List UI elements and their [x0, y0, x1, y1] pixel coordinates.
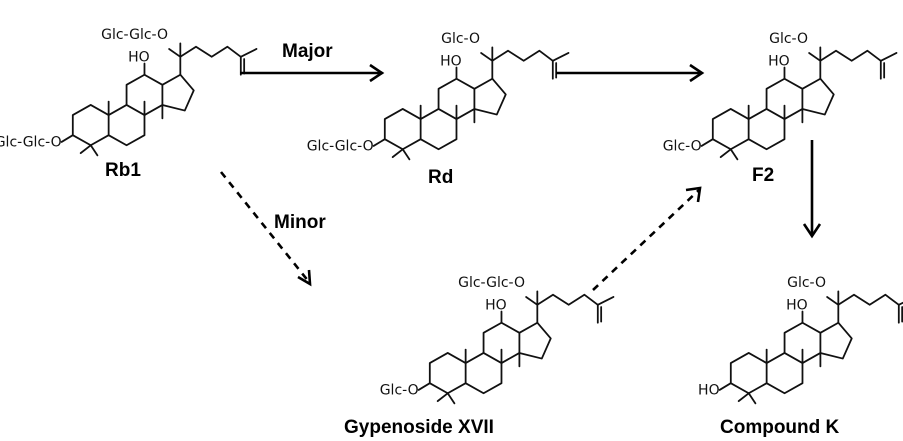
gypenoside-xvii-label: Gypenoside XVII — [344, 417, 494, 438]
rb1-hydroxyl: HO — [128, 49, 150, 65]
f2-hydroxyl: HO — [768, 53, 790, 69]
molecule-compound-k: Glc-O HO HO — [698, 275, 903, 405]
gypenoside-xvii-ring-a-substituent: Glc-O — [380, 382, 419, 398]
rd-hydroxyl: HO — [440, 53, 462, 69]
arrow-rd-to-f2 — [556, 63, 705, 83]
compound-k-top-substituent: Glc-O — [787, 275, 826, 291]
minor-pathway-label: Minor — [274, 212, 326, 233]
molecule-rb1: Glc-Glc-O HO Glc-Glc-O — [0, 27, 258, 157]
compound-k-ring-a-substituent: HO — [698, 382, 720, 398]
arrow-rb1-to-rd — [240, 63, 385, 83]
gypenoside-xvii-hydroxyl: HO — [485, 297, 507, 313]
rb1-top-substituent: Glc-Glc-O — [101, 27, 168, 43]
f2-ring-a-substituent: Glc-O — [663, 138, 702, 154]
rb1-ring-a-substituent: Glc-Glc-O — [0, 134, 62, 150]
arrow-f2-to-compound-k — [802, 140, 822, 239]
rd-label: Rd — [428, 167, 453, 188]
f2-label: F2 — [752, 165, 774, 186]
molecule-gypenoside-xvii: Glc-Glc-O HO Glc-O — [380, 275, 615, 405]
rb1-label: Rb1 — [105, 160, 141, 181]
f2-top-substituent: Glc-O — [769, 31, 808, 47]
rd-top-substituent: Glc-O — [441, 31, 480, 47]
gypenoside-xvii-top-substituent: Glc-Glc-O — [458, 275, 525, 291]
molecule-rd: Glc-O HO Glc-Glc-O — [307, 31, 570, 161]
rd-ring-a-substituent: Glc-Glc-O — [307, 138, 374, 154]
molecule-f2: Glc-O HO Glc-O — [663, 31, 898, 161]
compound-k-hydroxyl: HO — [786, 297, 808, 313]
major-pathway-label: Major — [282, 41, 333, 62]
compound-k-label: Compound K — [720, 417, 840, 438]
arrow-rb1-to-gypenoside-xvii — [219, 171, 312, 287]
arrow-gypenoside-xvii-to-f2 — [592, 186, 702, 291]
